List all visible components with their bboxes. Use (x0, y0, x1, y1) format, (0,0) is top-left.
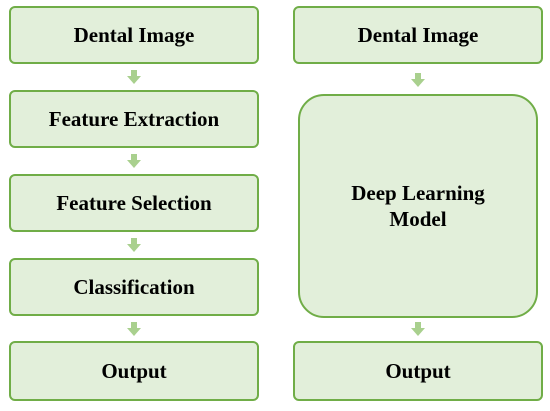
left-step-feature-extraction: Feature Extraction (9, 90, 259, 148)
left-step-feature-selection: Feature Selection (9, 174, 259, 232)
arrow-down-icon (127, 70, 141, 84)
arrow-down-icon (127, 238, 141, 252)
left-step-classification: Classification (9, 258, 259, 316)
left-step-label: Output (101, 358, 167, 383)
arrow-down-icon (127, 322, 141, 336)
right-step-label: Dental Image (357, 22, 479, 47)
left-step-dental-image: Dental Image (9, 6, 259, 64)
right-step-label: Output (385, 358, 451, 383)
left-step-label: Feature Selection (56, 190, 212, 215)
left-step-label: Classification (73, 274, 195, 299)
left-step-output: Output (9, 341, 259, 401)
arrow-down-icon (127, 154, 141, 168)
arrow-down-icon (411, 73, 425, 87)
right-step-dental-image: Dental Image (293, 6, 543, 64)
right-step-label: Deep Learning Model (351, 180, 485, 231)
left-step-label: Feature Extraction (48, 106, 220, 131)
right-step-output: Output (293, 341, 543, 401)
left-step-label: Dental Image (73, 22, 195, 47)
arrow-down-icon (411, 322, 425, 336)
right-step-deep-learning-model: Deep Learning Model (298, 94, 538, 318)
